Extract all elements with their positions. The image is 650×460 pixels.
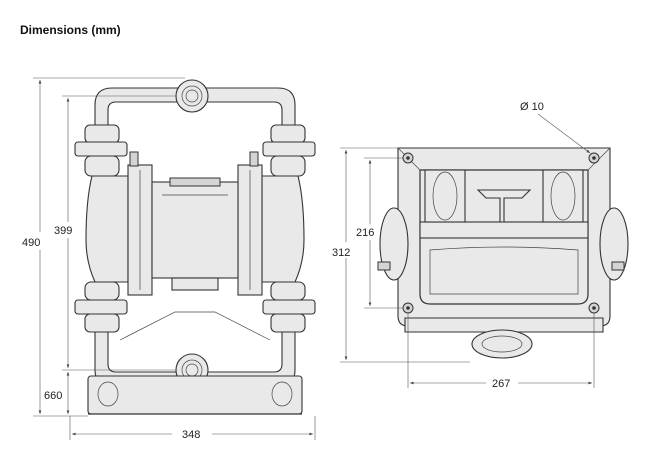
pump-front-view bbox=[74, 79, 316, 415]
dim-width: 348 bbox=[182, 429, 200, 441]
dim-hole-spacing: 267 bbox=[492, 378, 510, 390]
pump-side-view bbox=[377, 147, 629, 359]
side-dimensions bbox=[340, 113, 595, 388]
page-title: Dimensions (mm) bbox=[20, 23, 121, 37]
dim-base-height: 660 bbox=[44, 390, 62, 402]
dim-side-outer-height: 312 bbox=[332, 247, 350, 259]
dim-hole-diameter: Ø 10 bbox=[520, 101, 544, 113]
dim-inner-height: 399 bbox=[54, 225, 72, 237]
dim-total-height: 490 bbox=[22, 237, 40, 249]
dim-side-inner-height: 216 bbox=[356, 227, 374, 239]
top-port-circle bbox=[175, 79, 209, 113]
front-dimensions bbox=[33, 77, 316, 440]
